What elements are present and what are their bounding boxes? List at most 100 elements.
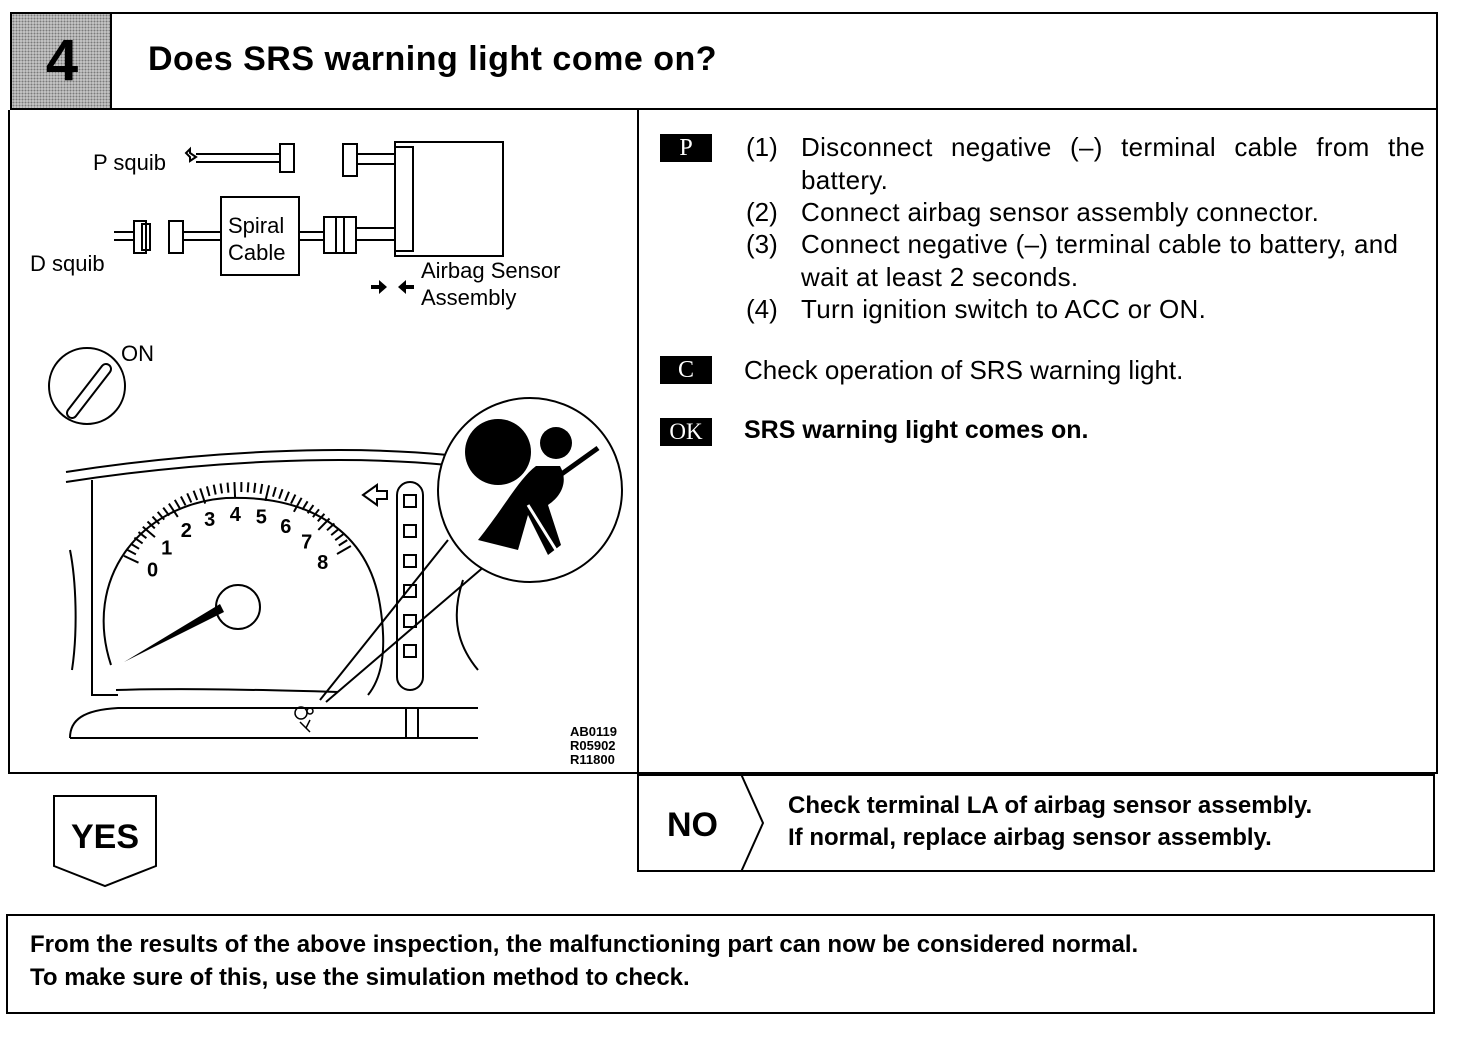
gauge-tick xyxy=(123,554,139,564)
gauge-needle-shape xyxy=(124,604,224,662)
p-squib-label: P squib xyxy=(93,150,166,175)
p-squib-connector-icon xyxy=(184,146,198,163)
gauge-tick xyxy=(199,488,207,504)
step-1-number: (1) xyxy=(746,132,778,162)
gauge-tick xyxy=(317,517,331,531)
step-header: 4 Does SRS warning light come on? xyxy=(10,12,1438,110)
gauge-tick xyxy=(278,488,284,500)
gauge-tick xyxy=(173,499,181,510)
gauge-tick xyxy=(253,482,257,493)
gauge-tick xyxy=(259,483,264,494)
no-label: NO xyxy=(667,806,718,844)
instrument-cluster-shape xyxy=(65,449,479,739)
gauge-tick xyxy=(290,494,297,505)
airbag-sensor-label-line2: Assembly xyxy=(421,285,516,310)
step-4-text: Turn ignition switch to ACC or ON. xyxy=(801,294,1207,324)
step-number: 4 xyxy=(45,28,79,93)
spiral-cable-label-line1: Spiral xyxy=(228,213,284,238)
gauge-number: 3 xyxy=(204,509,215,531)
gauge-tick xyxy=(272,486,277,497)
gauge-tick xyxy=(151,515,161,525)
prepare-badge: P xyxy=(660,134,712,162)
sensor-assembly-box-shape xyxy=(394,141,504,257)
gauge-tick xyxy=(180,496,187,506)
gauge-tick xyxy=(205,486,211,497)
ignition-on-label: ON xyxy=(121,341,154,366)
gauge-number: 0 xyxy=(147,559,158,581)
gauge-number: 5 xyxy=(256,507,267,529)
figure-code-2: R05902 xyxy=(570,738,616,753)
ok-text: SRS warning light comes on. xyxy=(744,416,1089,444)
gauge-number: 7 xyxy=(301,531,312,553)
result-note-box xyxy=(6,914,1435,1014)
step-4-number: (4) xyxy=(746,294,778,324)
step-title: Does SRS warning light come on? xyxy=(148,40,717,78)
gauge-tick xyxy=(133,536,144,545)
gauge-tick xyxy=(142,525,156,538)
result-note-line2: To make sure of this, use the simulation… xyxy=(30,964,690,991)
spiral-cable-label-line2: Cable xyxy=(228,240,285,265)
result-note-line1: From the results of the above inspection… xyxy=(30,931,1139,958)
gauge-tick xyxy=(336,545,352,555)
no-action-line1: Check terminal LA of airbag sensor assem… xyxy=(788,792,1313,819)
gauge-tick xyxy=(334,533,344,542)
sensor-connector-strip-shape xyxy=(394,146,414,252)
step-2-number: (2) xyxy=(746,197,778,227)
gauge-tick xyxy=(301,500,309,511)
gauge-tick xyxy=(264,485,271,502)
gauge-tick xyxy=(130,542,140,550)
no-branch-box xyxy=(637,774,1435,872)
gauge-tick xyxy=(293,497,303,513)
gauge-number: 6 xyxy=(280,516,291,538)
gauge-tick xyxy=(246,482,250,493)
gauge-tick xyxy=(162,507,170,517)
figure-code-1: AB0119 xyxy=(570,724,617,739)
step-3-text: Connect negative (–) terminal cable to b… xyxy=(801,229,1399,292)
check-text: Check operation of SRS warning light. xyxy=(744,355,1184,385)
figure-code-3: R11800 xyxy=(570,752,615,767)
gauge-tick xyxy=(306,504,315,514)
step-number-box xyxy=(12,14,112,108)
no-action-line2: If normal, replace airbag sensor assembl… xyxy=(788,824,1272,851)
gauge-tick xyxy=(156,511,165,521)
gauge-number: 4 xyxy=(230,504,242,526)
arrow-right-icon xyxy=(371,280,387,294)
no-chevron-shape xyxy=(740,774,765,872)
gauge-number: 2 xyxy=(181,520,192,542)
step-3-number: (3) xyxy=(746,229,778,259)
gauge-tick xyxy=(212,484,217,495)
step-1-text: Disconnect negative (–) terminal cable f… xyxy=(801,132,1425,195)
gauge-tick xyxy=(168,503,179,518)
airbag-warning-icon-large xyxy=(465,419,600,555)
gauge-tick xyxy=(338,539,348,547)
spiral-cable-box-shape xyxy=(220,196,300,276)
gauge-tick xyxy=(126,548,137,556)
gauge-tick xyxy=(326,522,336,532)
gauge-tick xyxy=(219,483,223,494)
airbag-sensor-label-line1: Airbag Sensor xyxy=(421,258,560,283)
d-squib-label: D squib xyxy=(30,251,105,276)
gauge-tick xyxy=(226,482,230,493)
airbag-warning-icon-small xyxy=(294,706,314,733)
gauge-tick xyxy=(317,513,326,522)
procedure-box xyxy=(8,110,1438,774)
ignition-switch-icon xyxy=(48,347,126,425)
step-2-text: Connect airbag sensor assembly connector… xyxy=(801,197,1320,227)
gauge-tick xyxy=(192,490,199,501)
gauge-number: 1 xyxy=(161,538,172,560)
gauge-tick xyxy=(137,531,148,539)
gauge-tick xyxy=(284,491,290,502)
gauge-tick xyxy=(330,528,340,536)
arrow-left-icon xyxy=(398,280,414,294)
gauge-number: 8 xyxy=(317,552,328,574)
yes-label: YES xyxy=(70,818,140,856)
column-divider xyxy=(637,110,639,774)
gauge-tick xyxy=(186,492,193,503)
yes-arrow-shape xyxy=(53,795,157,888)
check-badge: C xyxy=(660,356,712,384)
gauge-tick xyxy=(233,482,237,499)
gauge-tick xyxy=(146,520,156,530)
gauge-tick xyxy=(312,508,320,518)
ok-badge: OK xyxy=(660,418,712,446)
